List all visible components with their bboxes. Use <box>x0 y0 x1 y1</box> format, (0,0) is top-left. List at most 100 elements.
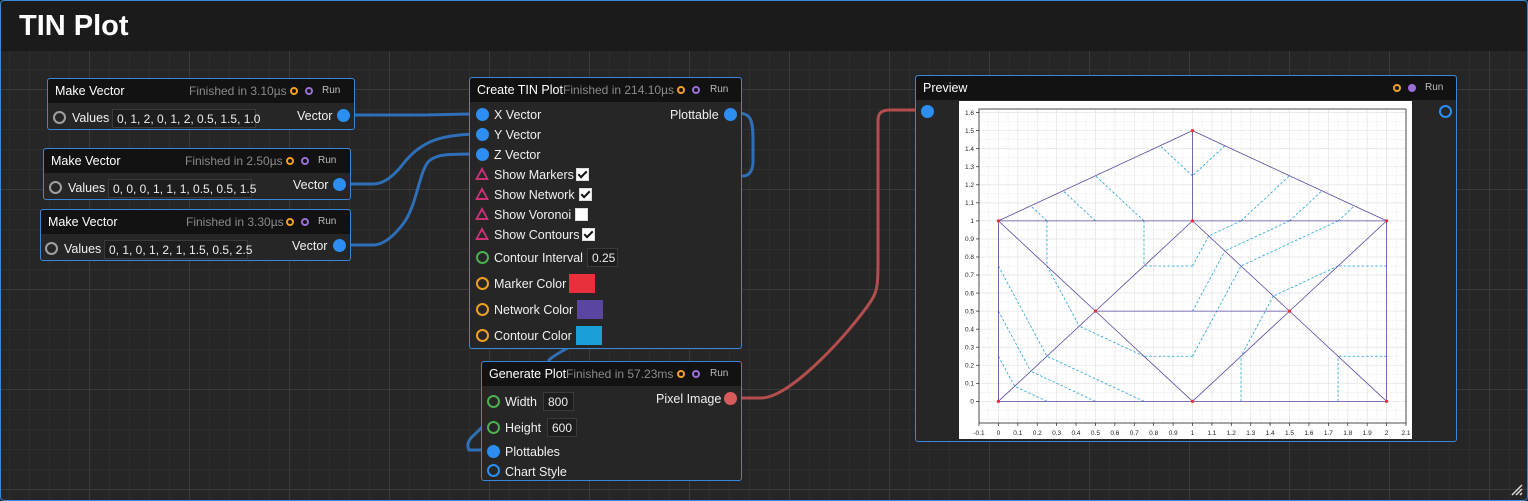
status-indicator-icon <box>677 370 685 378</box>
contour-line <box>1192 235 1210 267</box>
show-contours-checkbox[interactable] <box>582 228 595 241</box>
vector-output-port[interactable] <box>333 239 346 252</box>
contour-line <box>998 265 1048 357</box>
data-marker <box>996 399 1001 403</box>
show-voronoi-checkbox[interactable] <box>575 208 588 221</box>
contour-line <box>1208 220 1242 237</box>
contour-interval-port[interactable] <box>476 251 489 264</box>
run-button[interactable]: Run <box>322 85 341 96</box>
x-tick-label: 1.3 <box>1246 430 1255 437</box>
plottables-input-port[interactable] <box>487 445 500 458</box>
image-input-port[interactable] <box>921 105 934 118</box>
values-field[interactable]: 0, 0, 0, 1, 1, 1, 0.5, 0.5, 1.5 <box>108 179 256 198</box>
page-title: TIN Plot <box>19 10 129 42</box>
image-output-port[interactable] <box>1439 105 1452 118</box>
y-vector-input-port[interactable] <box>476 128 489 141</box>
show-voronoi-port-icon[interactable] <box>475 207 489 220</box>
show-network-checkbox[interactable] <box>579 188 592 201</box>
values-label: Values <box>68 181 106 195</box>
x-tick-label: 1.6 <box>1304 430 1313 437</box>
wire-vec2-y[interactable] <box>342 132 484 186</box>
marker-color-swatch[interactable] <box>569 274 595 293</box>
height-field[interactable]: 600 <box>547 418 577 437</box>
y-tick-label: 0 <box>970 399 974 406</box>
resize-grip-icon[interactable] <box>1511 484 1523 496</box>
y-tick-label: 1 <box>970 218 974 225</box>
wire-image[interactable] <box>734 108 923 400</box>
data-marker <box>1190 129 1195 133</box>
values-field[interactable]: 0, 1, 2, 0, 1, 2, 0.5, 1.5, 1.0 <box>112 109 260 128</box>
chart-style-input-port[interactable] <box>487 464 500 477</box>
width-field[interactable]: 800 <box>543 392 574 411</box>
vector-output-label: Vector <box>297 109 333 123</box>
status-indicator-icon <box>692 370 700 378</box>
contour-line <box>1273 265 1339 297</box>
width-input-port[interactable] <box>487 395 500 408</box>
show-markers-checkbox[interactable] <box>576 168 589 181</box>
contour-line <box>1095 175 1145 222</box>
x-tick-label: 1.2 <box>1227 430 1236 437</box>
make-vector-node-3[interactable]: Make Vector Finished in 3.30µs Run Value… <box>40 209 351 261</box>
wire-plottable[interactable] <box>734 111 755 178</box>
node-header: Make Vector Finished in 3.10µs Run <box>48 79 354 103</box>
status-indicator-icon <box>677 86 685 94</box>
network-edge <box>1192 220 1290 312</box>
values-field[interactable]: 0, 1, 0, 1, 2, 1, 1.5, 0.5, 2.5 <box>104 240 252 259</box>
network-color-port[interactable] <box>476 303 489 316</box>
data-marker <box>996 219 1001 223</box>
contour-interval-field[interactable]: 0.25 <box>587 248 618 267</box>
values-input-port[interactable] <box>49 181 62 194</box>
wire-vec1-x[interactable] <box>346 112 484 117</box>
show-contours-label: Show Contours <box>494 228 580 242</box>
show-network-port-icon[interactable] <box>475 187 489 200</box>
status-indicator-icon <box>1393 84 1401 92</box>
y-tick-label: 0.3 <box>965 344 974 351</box>
width-label: Width <box>505 395 537 409</box>
pixel-image-output-port[interactable] <box>724 392 737 405</box>
contour-color-port[interactable] <box>476 329 489 342</box>
run-button[interactable]: Run <box>318 216 337 227</box>
run-button[interactable]: Run <box>1425 82 1444 93</box>
make-vector-node-2[interactable]: Make Vector Finished in 2.50µs Run Value… <box>43 148 351 200</box>
generate-plot-node[interactable]: Generate Plot Finished in 57.23ms Run Pi… <box>481 361 742 481</box>
show-markers-port-icon[interactable] <box>475 167 489 180</box>
contour-line <box>1192 250 1226 312</box>
wire-vec3-z[interactable] <box>342 152 484 247</box>
plottable-output-port[interactable] <box>724 108 737 121</box>
status-indicator-icon <box>290 87 298 95</box>
show-markers-label: Show Markers <box>494 168 574 182</box>
x-tick-label: 1.5 <box>1285 430 1294 437</box>
node-title: Preview <box>923 81 968 95</box>
run-button[interactable]: Run <box>318 155 337 166</box>
run-button[interactable]: Run <box>710 84 729 95</box>
make-vector-node-1[interactable]: Make Vector Finished in 3.10µs Run Value… <box>47 78 355 130</box>
z-vector-label: Z Vector <box>494 148 541 162</box>
vector-output-port[interactable] <box>333 178 346 191</box>
height-input-port[interactable] <box>487 421 500 434</box>
run-button[interactable]: Run <box>710 368 729 379</box>
marker-color-label: Marker Color <box>494 277 567 291</box>
values-input-port[interactable] <box>45 242 58 255</box>
vector-output-port[interactable] <box>337 109 350 122</box>
data-marker <box>1384 399 1389 403</box>
z-vector-input-port[interactable] <box>476 148 489 161</box>
show-network-label: Show Network <box>494 188 575 202</box>
x-tick-label: 1.9 <box>1363 430 1372 437</box>
x-tick-label: 0.3 <box>1052 430 1061 437</box>
y-vector-label: Y Vector <box>494 128 542 142</box>
create-tin-plot-node[interactable]: Create TIN Plot Finished in 214.10µs Run… <box>469 77 742 349</box>
contour-line <box>1079 325 1145 357</box>
node-title: Make Vector <box>55 84 125 98</box>
y-tick-label: 1.2 <box>965 182 974 189</box>
node-status: Finished in 57.23ms <box>566 367 674 381</box>
contour-color-swatch[interactable] <box>576 326 602 345</box>
x-vector-input-port[interactable] <box>476 108 489 121</box>
marker-color-port[interactable] <box>476 277 489 290</box>
contour-line <box>1046 265 1080 327</box>
values-input-port[interactable] <box>53 111 66 124</box>
y-tick-label: 0.4 <box>965 326 974 333</box>
network-color-swatch[interactable] <box>577 300 603 319</box>
show-contours-port-icon[interactable] <box>475 227 489 240</box>
y-tick-label: 1.1 <box>965 200 974 207</box>
